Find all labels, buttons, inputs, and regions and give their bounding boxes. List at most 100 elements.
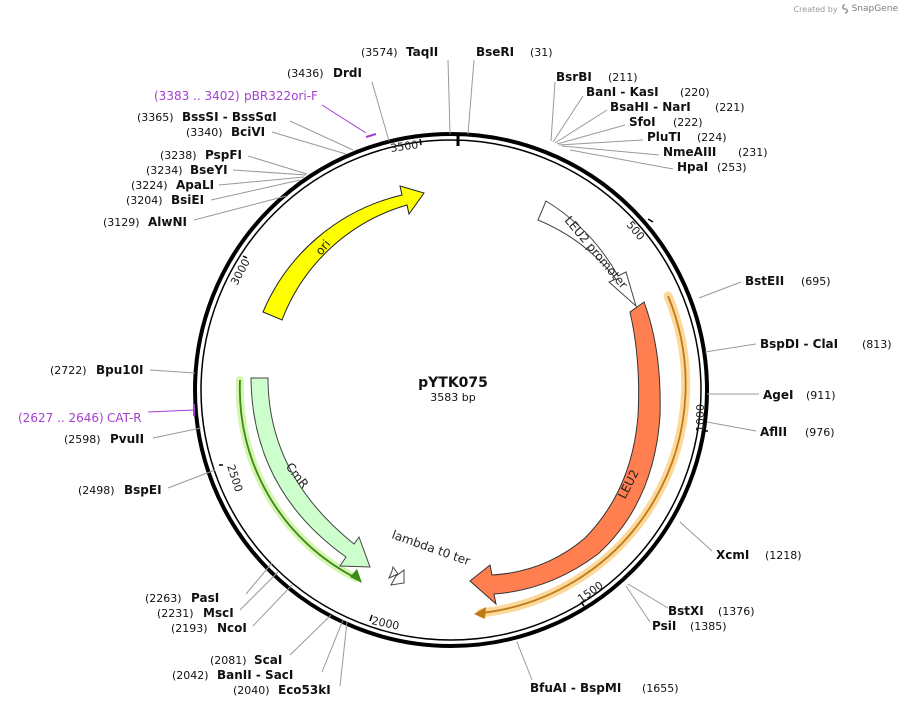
site-position: (2598) xyxy=(64,433,101,446)
site-position: (1385) xyxy=(690,620,727,633)
feature-lambda-t0-terminator[interactable]: lambda t0 terminator xyxy=(0,0,472,586)
site-aflii[interactable]: AflII (976) xyxy=(706,421,835,439)
site-bspei[interactable]: (2498) BspEI xyxy=(78,469,216,497)
site-ncoi[interactable]: (2193) NcoI xyxy=(171,584,293,635)
watermark-brand: SnapGene xyxy=(851,4,898,14)
site-name: PvuII xyxy=(110,432,144,446)
site-bseri[interactable]: BseRI (31) xyxy=(467,45,553,135)
feature-leu2[interactable]: LEU2 xyxy=(469,301,661,606)
site-position: (3238) xyxy=(160,149,197,162)
site-xcmi[interactable]: XcmI (1218) xyxy=(679,521,802,562)
site-scai[interactable]: (2081) ScaI xyxy=(210,614,332,667)
site-position: (3204) xyxy=(126,194,163,207)
site-nmeaiii[interactable]: NmeAIII (231) xyxy=(561,145,768,159)
site-position: (3365) xyxy=(137,111,174,124)
primer-cat-r[interactable]: (2627 .. 2646) CAT-R xyxy=(18,404,195,425)
ruler-label-2500[interactable]: 2500 xyxy=(224,463,245,494)
site-name: TaqII xyxy=(406,45,438,59)
site-apali[interactable]: (3224) ApaLI xyxy=(131,176,305,192)
site-position: (2263) xyxy=(145,592,182,605)
ruler-tick xyxy=(419,138,422,146)
ruler-label-3500[interactable]: 3500 xyxy=(390,138,420,155)
site-bseyi[interactable]: (3234) BseYI xyxy=(146,163,307,177)
site-position: (3234) xyxy=(146,164,183,177)
site-position: (3340) xyxy=(186,126,223,139)
site-name: AgeI xyxy=(763,388,793,402)
feature-leu2-promoter[interactable]: LEU2 promoter xyxy=(537,200,637,308)
site-bstxi[interactable]: BstXI (1376) xyxy=(627,583,755,618)
feature-leu2-highlight xyxy=(474,291,691,619)
site-bcivi[interactable]: (3340) BciVI xyxy=(186,125,347,155)
site-pvuii[interactable]: (2598) PvuII xyxy=(64,427,202,446)
primer-pbr322ori-f[interactable]: (3383 .. 3402) pBR322ori-F xyxy=(154,89,377,138)
primer-label: CAT-R xyxy=(107,411,142,425)
site-name: BsiEI xyxy=(171,193,204,207)
site-position: (2040) xyxy=(233,684,270,697)
site-position: (3574) xyxy=(361,46,398,59)
site-name: NmeAIII xyxy=(663,145,716,159)
site-position: (224) xyxy=(697,131,727,144)
site-name: DrdI xyxy=(333,66,362,80)
feature-cmr[interactable]: CmR xyxy=(250,377,371,568)
ruler-tick xyxy=(647,218,654,223)
site-agei[interactable]: AgeI (911) xyxy=(707,388,836,402)
site-position: (2231) xyxy=(157,607,194,620)
site-name: BspDI - ClaI xyxy=(760,337,838,351)
primer-range: (2627 .. 2646) xyxy=(18,411,104,425)
site-name: XcmI xyxy=(716,548,749,562)
site-bspdi-clai[interactable]: BspDI - ClaI (813) xyxy=(704,337,892,353)
site-name: ScaI xyxy=(254,653,282,667)
site-name: BanII - SacI xyxy=(217,668,293,682)
site-name: PsiI xyxy=(652,619,676,633)
site-name: BciVI xyxy=(231,125,265,139)
site-name: HpaI xyxy=(677,160,708,174)
site-sfoi[interactable]: SfoI (222) xyxy=(556,115,703,145)
site-name: SfoI xyxy=(629,115,656,129)
site-position: (976) xyxy=(805,426,835,439)
ruler-label-2000[interactable]: 2000 xyxy=(370,614,400,633)
site-bfuai-bspmi[interactable]: BfuAI - BspMI (1655) xyxy=(516,641,679,695)
site-position: (2193) xyxy=(171,622,208,635)
site-psii[interactable]: PsiI (1385) xyxy=(625,585,727,633)
site-position: (1218) xyxy=(765,549,802,562)
site-bsiei[interactable]: (3204) BsiEI xyxy=(126,179,301,207)
site-drdi[interactable]: (3436) DrdI xyxy=(287,66,390,142)
site-name: BstEII xyxy=(745,274,784,288)
site-bsssi[interactable]: (3365) BssSI - BssSαI xyxy=(137,110,354,151)
site-pasi[interactable]: (2263) PasI xyxy=(145,562,273,605)
site-position: (2722) xyxy=(50,364,87,377)
site-taqii[interactable]: (3574) TaqII xyxy=(361,45,451,135)
site-position: (31) xyxy=(530,46,553,59)
site-pspfi[interactable]: (3238) PspFI xyxy=(160,148,308,175)
site-msci[interactable]: (2231) MscI xyxy=(157,571,279,620)
watermark-prefix: Created by xyxy=(793,4,838,14)
site-name: BseRI xyxy=(476,45,514,59)
site-position: (1655) xyxy=(642,682,679,695)
site-hpai[interactable]: HpaI (253) xyxy=(569,149,747,174)
site-position: (911) xyxy=(806,389,836,402)
site-position: (695) xyxy=(801,275,831,288)
site-bpu10i[interactable]: (2722) Bpu10I xyxy=(50,363,196,377)
site-eco53ki[interactable]: (2040) Eco53kI xyxy=(233,621,348,697)
plasmid-length: 3583 bp xyxy=(430,391,475,404)
restriction-sites: (3574) TaqII BseRI (31) (3436) DrdI BsrB… xyxy=(50,45,892,697)
site-position: (220) xyxy=(680,86,710,99)
ruler-tick xyxy=(369,614,373,622)
site-alwni[interactable]: (3129) AlwNI xyxy=(103,195,287,229)
site-name: PspFI xyxy=(205,148,242,162)
site-bani-kasi[interactable]: BanI - KasI (220) xyxy=(552,85,710,143)
site-bsteii[interactable]: BstEII (695) xyxy=(698,274,831,299)
site-name: BseYI xyxy=(190,163,228,177)
primer-label: pBR322ori-F xyxy=(244,89,318,103)
site-pluti[interactable]: PluTI (224) xyxy=(558,130,727,146)
site-name: BstXI xyxy=(668,604,704,618)
site-bsahi-nari[interactable]: BsaHI - NarI (221) xyxy=(554,100,745,144)
site-banii-saci[interactable]: (2042) BanII - SacI xyxy=(172,619,344,682)
ruler-label-1000[interactable]: 1000 xyxy=(694,404,707,432)
site-name: Eco53kI xyxy=(278,683,331,697)
site-name: BanI - KasI xyxy=(586,85,659,99)
feature-ori[interactable]: ori xyxy=(262,185,425,321)
site-bsrbi[interactable]: BsrBI (211) xyxy=(550,70,638,142)
